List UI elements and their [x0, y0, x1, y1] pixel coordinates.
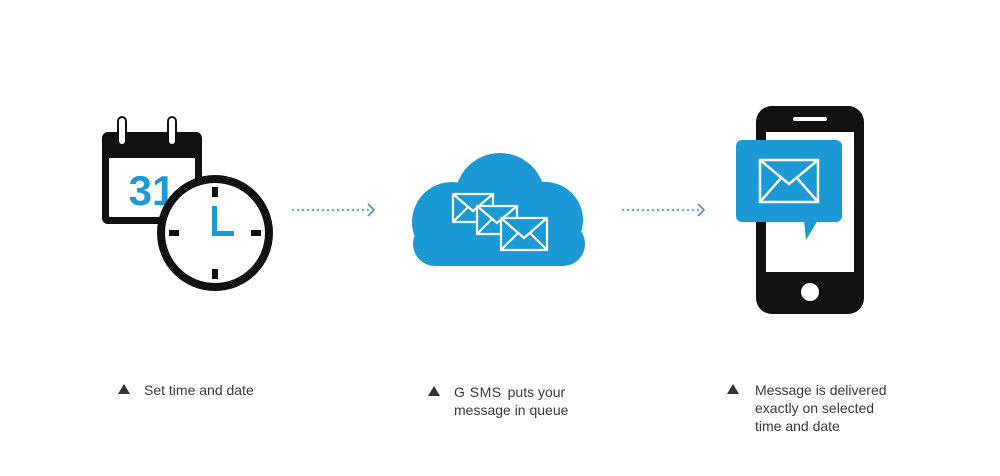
step-1-line-1: Set time and date — [144, 382, 254, 398]
triangle-bullet-icon — [428, 386, 440, 396]
triangle-bullet-icon — [727, 384, 739, 394]
step-3-line-3: time and date — [755, 418, 840, 434]
step-2-line-2: message in queue — [454, 402, 569, 418]
chat-bubble-icon — [736, 140, 842, 240]
step-3-line-1: Message is delivered — [755, 382, 887, 398]
step-2-line-1: puts your — [507, 384, 566, 400]
envelope-icon — [758, 158, 820, 204]
arrow-right-icon — [622, 203, 706, 217]
triangle-bullet-icon — [118, 384, 130, 394]
calendar-clock-icon: 31 — [102, 116, 273, 291]
cloud-icon — [412, 153, 585, 266]
brand-name: G SMS — [454, 384, 502, 400]
envelope-icon — [451, 192, 549, 252]
step-3-line-2: exactly on selected — [755, 400, 875, 416]
arrow-right-icon — [292, 203, 376, 217]
smartphone-icon — [736, 106, 864, 314]
clock-icon — [157, 175, 273, 291]
